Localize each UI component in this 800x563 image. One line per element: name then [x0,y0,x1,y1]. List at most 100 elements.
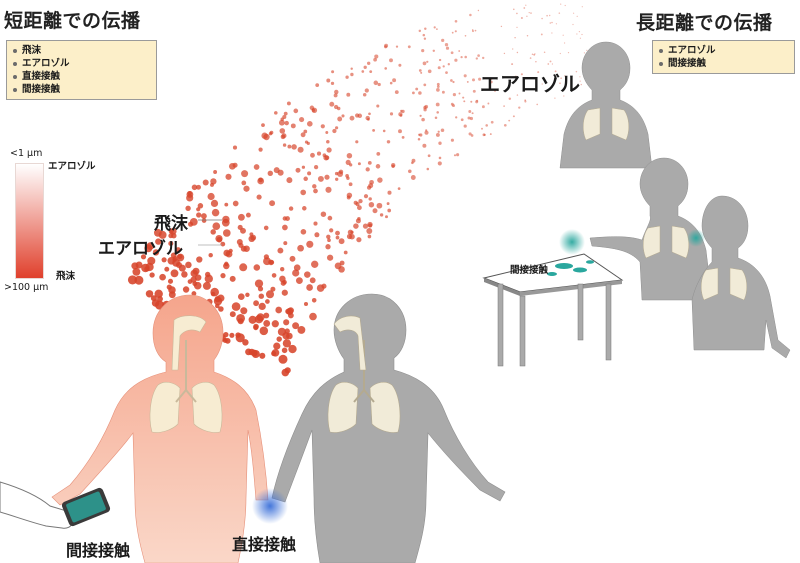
particle [306,141,310,145]
particle [469,13,472,17]
particle [325,244,331,250]
particle [327,238,331,243]
particle [210,229,216,235]
particle [394,90,399,95]
particle [438,156,442,160]
particle [559,52,561,55]
particle [313,188,318,194]
particle [271,273,277,278]
particle [436,85,440,88]
bullet-icon [13,61,17,66]
particle [281,347,288,354]
particle [444,43,449,47]
particle [132,267,141,276]
particle [155,238,162,245]
particle [149,272,155,278]
particle [242,339,249,346]
particle [477,9,480,12]
particle [389,81,393,85]
particle [269,130,274,135]
particle [270,286,276,292]
particle [243,185,250,192]
healthy-airway [333,315,367,371]
particle [520,73,523,76]
particle [241,170,249,178]
particle [367,161,372,165]
particle [240,227,246,234]
particle [357,162,361,166]
particle [471,78,476,82]
particle [549,22,552,24]
particle [450,79,453,82]
healthy-person-far-top [559,41,653,169]
particle [541,83,543,85]
particle [353,200,358,205]
long-range-legend: エアロゾル 間接接触 [652,40,795,74]
scale-aerosol-label: エアロゾル [48,161,96,172]
particle [454,19,458,23]
particle [362,223,369,229]
particle [524,100,527,103]
particle [481,105,485,109]
particle [282,224,288,231]
particle [450,138,454,142]
particle [263,319,271,327]
particle [422,33,426,37]
particle [564,4,566,7]
particle [516,12,518,15]
particle [253,323,259,330]
particle [463,100,466,103]
particle [329,228,334,233]
healthy-person-far-front [687,195,791,359]
particle [208,252,213,258]
particle [284,367,291,374]
legend-item: エアロゾル [13,57,148,70]
particle [445,71,448,74]
particle [213,170,218,174]
particle [220,241,226,247]
particle [303,129,308,134]
particle [474,29,477,32]
particle [349,163,353,167]
particle [424,130,429,135]
particle [436,82,440,86]
particle [458,50,461,52]
particle [300,228,307,235]
particle [145,262,154,272]
particle [427,69,432,74]
particle [167,256,176,265]
particle [220,273,226,279]
particle [534,53,536,55]
particle [193,281,202,290]
particle [311,260,319,268]
particle [329,101,335,107]
particle [508,119,511,122]
particle [224,338,231,344]
particle [261,132,268,139]
particle [452,104,455,108]
particle [282,143,287,147]
particle [467,116,471,120]
particle [364,88,369,93]
particle [436,88,440,92]
particle [540,33,543,36]
particle [423,37,427,40]
particle [337,116,343,122]
particle [442,65,445,68]
particle [253,300,260,307]
legend-item: 間接接触 [659,57,786,70]
particle [335,126,339,130]
particle [243,245,250,252]
particle [286,307,294,316]
particle [332,128,337,134]
particle [511,63,514,66]
particle [583,52,586,54]
particle [263,312,270,319]
particle [564,75,566,77]
particle [218,306,224,312]
particle [367,61,371,65]
healthy-person-near [271,293,506,563]
particle [392,78,397,83]
particle [297,325,306,334]
particle [278,119,285,126]
